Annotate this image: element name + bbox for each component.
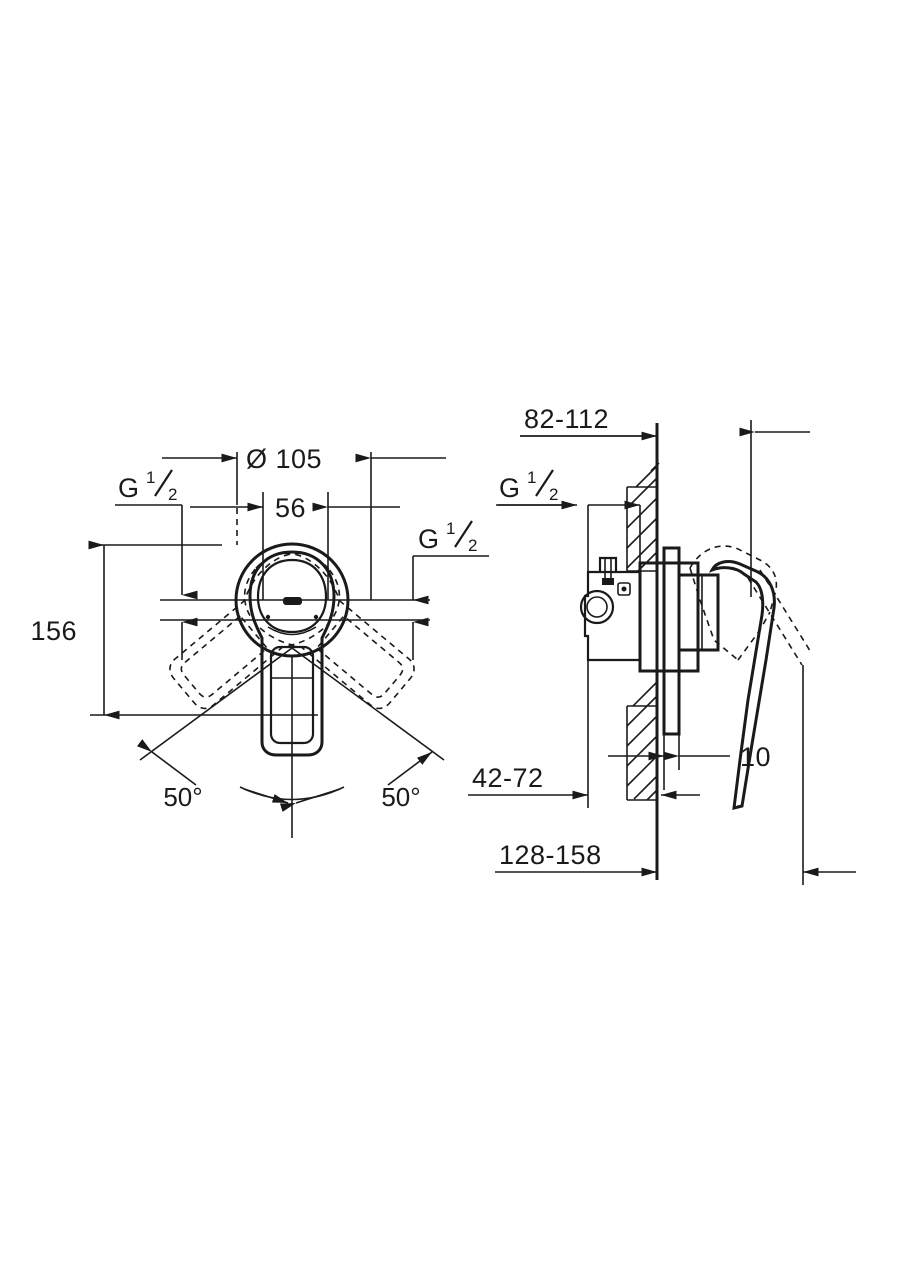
valve-barrel [638, 561, 700, 673]
wall-hatch-upper [626, 462, 660, 572]
dim-depth-82-112: 82-112 [520, 404, 657, 441]
thread-label-side-denominator: 2 [549, 485, 558, 504]
lever-side-ghost-out [747, 569, 813, 666]
lever-side-ghost-up [689, 545, 778, 661]
thread-label-side-numerator: 1 [527, 468, 536, 487]
angle-dimension-group: 50° 50° [136, 647, 445, 838]
front-view: Ø 105 56 156 G 1 2 [30, 444, 489, 838]
thread-label-left-numerator: 1 [146, 468, 155, 487]
dim-height-156: 156 [30, 540, 120, 720]
front-inner-arrows [181, 617, 429, 660]
lever-swing-ghosts [169, 552, 415, 710]
dim-depth-42-72: 42-72 [468, 763, 700, 800]
wall-hatch-lower [626, 681, 658, 801]
side-section-view: 82-112 G 1 2 [468, 404, 856, 885]
thread-label-left-denominator: 2 [168, 485, 177, 504]
thread-label-left-prefix: G [118, 473, 139, 503]
thread-label-right-denominator: 2 [468, 536, 477, 555]
wall [626, 423, 660, 880]
dim-depth-128-158: 128-158 [495, 840, 856, 877]
dim-label-plate-10: 10 [740, 742, 771, 772]
thread-callout-left: G 1 2 [115, 468, 198, 600]
dim-label-128-158: 128-158 [499, 840, 602, 870]
angle-label-left: 50° [163, 782, 202, 812]
thread-callout-right: G 1 2 [412, 519, 489, 605]
escutcheon-plate [662, 546, 681, 736]
valve-body [579, 546, 720, 736]
dim-label-diameter-105: Ø 105 [246, 444, 322, 474]
dim-label-width-56: 56 [275, 493, 306, 523]
thread-callout-side: G 1 2 [496, 468, 640, 510]
indicator-slot [283, 597, 302, 605]
dim-diameter-105: Ø 105 [162, 444, 446, 474]
thread-label-right-prefix: G [418, 524, 439, 554]
thread-label-side-prefix: G [499, 473, 520, 503]
side-extension-lines [587, 420, 804, 885]
dim-label-82-112: 82-112 [524, 404, 609, 434]
dim-width-56: 56 [190, 493, 400, 523]
thread-label-right-numerator: 1 [446, 519, 455, 538]
dim-label-42-72: 42-72 [472, 763, 544, 793]
dim-plate-10: 10 [608, 742, 771, 772]
lever-side [708, 560, 776, 810]
angle-label-right: 50° [381, 782, 420, 812]
dim-label-height-156: 156 [30, 616, 77, 646]
